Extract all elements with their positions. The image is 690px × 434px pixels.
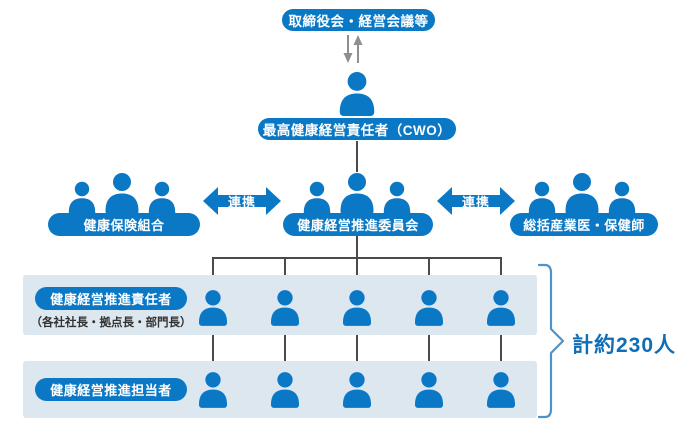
manager-person-icon bbox=[198, 290, 228, 326]
connector-stub-4 bbox=[428, 257, 430, 276]
insurance-pill: 健康保険組合 bbox=[48, 213, 200, 236]
cwo-label: 最高健康経営責任者（CWO） bbox=[262, 123, 452, 138]
physician-pill: 総括産業医・保健師 bbox=[510, 213, 658, 236]
managers-sublabel: （各社社長・拠点長・部門長） bbox=[30, 317, 192, 329]
committee-group-icon bbox=[303, 172, 411, 216]
connector-stub-5 bbox=[500, 257, 502, 276]
physician-group-icon bbox=[528, 172, 636, 216]
staff-label: 健康経営推進担当者 bbox=[50, 383, 172, 398]
manager-person-icon bbox=[486, 290, 516, 326]
manager-person-icon bbox=[342, 290, 372, 326]
link-arrow-left: 連携 bbox=[203, 186, 281, 216]
manager-person-icon bbox=[270, 290, 300, 326]
staff-person-icon bbox=[342, 372, 372, 408]
committee-pill: 健康経営推進委員会 bbox=[283, 213, 433, 236]
connector-band-5 bbox=[500, 335, 502, 361]
connector-band-4 bbox=[428, 335, 430, 361]
connector-stub-2 bbox=[284, 257, 286, 276]
connector-stub-3 bbox=[356, 257, 358, 276]
connector-stub-1 bbox=[212, 257, 214, 276]
double-arrow-icon bbox=[203, 187, 281, 215]
staff-pill: 健康経営推進担当者 bbox=[35, 378, 187, 401]
connector-band-1 bbox=[212, 335, 214, 361]
link-left-label: 連携 bbox=[227, 194, 256, 210]
staff-person-icon bbox=[486, 372, 516, 408]
connector-committee-down bbox=[356, 236, 358, 258]
board-label: 取締役会・経営会議等 bbox=[288, 14, 429, 29]
insurance-group-icon bbox=[68, 172, 176, 216]
staff-band: 健康経営推進担当者 bbox=[23, 361, 537, 418]
committee-label: 健康経営推進委員会 bbox=[297, 218, 419, 233]
connector-cwo-committee bbox=[356, 141, 358, 174]
physician-label: 総括産業医・保健師 bbox=[523, 218, 645, 233]
link-right-label: 連携 bbox=[461, 194, 490, 210]
connector-band-3 bbox=[356, 335, 358, 361]
double-arrow-icon bbox=[437, 187, 515, 215]
insurance-label: 健康保険組合 bbox=[83, 218, 165, 233]
total-bracket bbox=[537, 263, 565, 419]
board-pill: 取締役会・経営会議等 bbox=[282, 9, 435, 31]
total-label: 計約230人 bbox=[572, 334, 677, 357]
updown-arrows-icon bbox=[343, 35, 363, 63]
staff-person-icon bbox=[270, 372, 300, 408]
manager-person-icon bbox=[414, 290, 444, 326]
staff-person-icon bbox=[198, 372, 228, 408]
staff-person-icon bbox=[414, 372, 444, 408]
managers-band: 健康経営推進責任者 （各社社長・拠点長・部門長） bbox=[23, 275, 537, 335]
managers-pill: 健康経営推進責任者 bbox=[35, 287, 187, 310]
cwo-pill: 最高健康経営責任者（CWO） bbox=[258, 118, 456, 140]
connector-band-2 bbox=[284, 335, 286, 361]
cwo-person-icon bbox=[339, 72, 375, 116]
managers-label: 健康経営推進責任者 bbox=[50, 292, 172, 307]
link-arrow-right: 連携 bbox=[437, 186, 515, 216]
